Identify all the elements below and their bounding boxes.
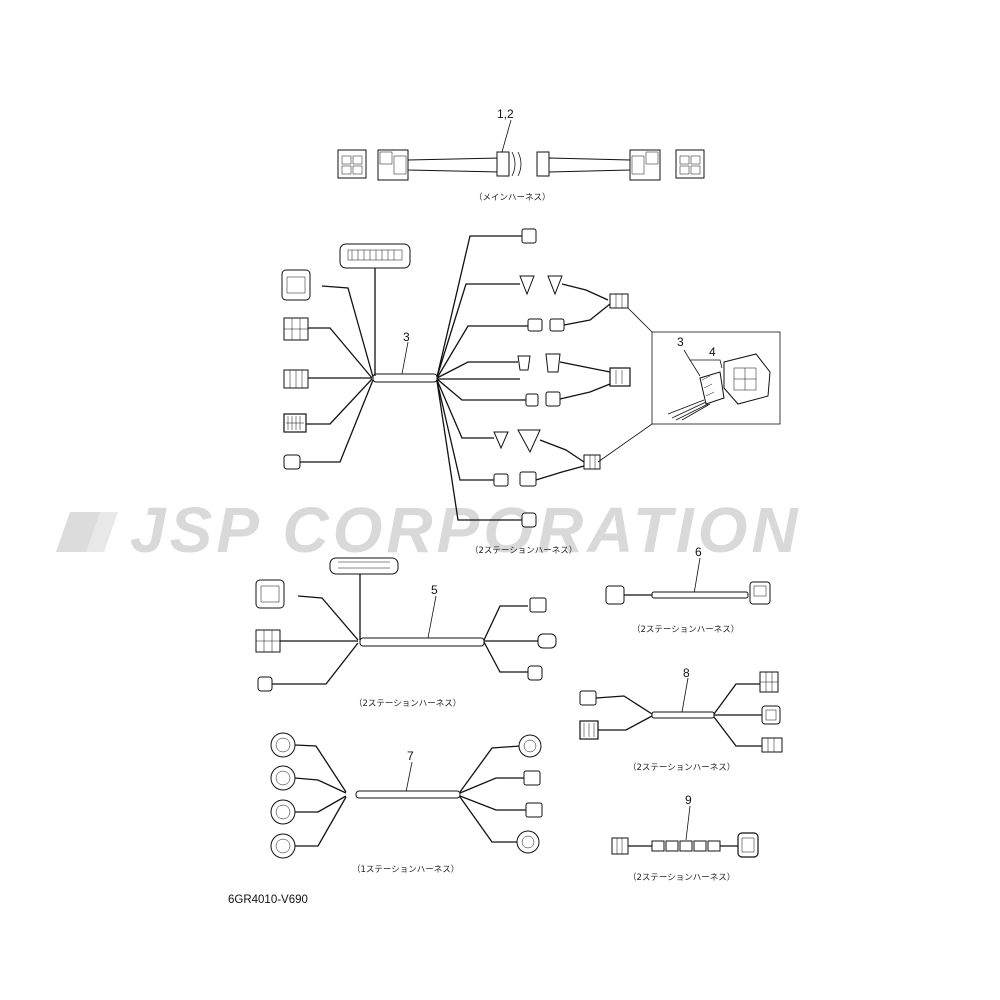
part-code: 6GR4010-V690 <box>228 894 308 906</box>
callout-7: 7 <box>407 749 414 763</box>
caption-main-harness: （メインハーネス） <box>474 192 551 203</box>
main-harness: 1,2 （メインハーネス） <box>337 107 705 203</box>
harness-8: 8 （2ステーションハーネス） <box>579 666 783 773</box>
callout-3-inset: 3 <box>677 335 684 349</box>
caption-harness-5: （2ステーションハーネス） <box>354 698 461 709</box>
caption-harness-3: （2ステーションハーネス） <box>470 545 577 556</box>
caption-harness-8: （2ステーションハーネス） <box>628 762 735 773</box>
callout-6: 6 <box>695 545 702 559</box>
caption-harness-9: （2ステーションハーネス） <box>628 872 735 883</box>
harness-9: 9 （2ステーションハーネス） <box>611 793 759 883</box>
harness-7: 7 （1ステーションハーネス） <box>270 732 543 875</box>
callout-5: 5 <box>431 583 438 597</box>
harness-3: 3 <box>281 228 631 556</box>
callout-1-2: 1,2 <box>497 107 514 121</box>
watermark: JSP CORPORATION <box>56 494 802 566</box>
callout-4-inset: 4 <box>709 345 716 359</box>
harness-5: 5 （2ステーションハーネス） <box>255 557 557 709</box>
callout-3: 3 <box>403 330 410 344</box>
harness-6: 6 （2ステーションハーネス） <box>605 545 771 635</box>
callout-9: 9 <box>685 793 692 807</box>
watermark-text: JSP CORPORATION <box>130 494 802 566</box>
callout-8: 8 <box>683 666 690 680</box>
caption-harness-6: （2ステーションハーネス） <box>632 624 739 635</box>
caption-harness-7: （1ステーションハーネス） <box>352 864 459 875</box>
detail-inset: 3 4 <box>597 307 781 463</box>
